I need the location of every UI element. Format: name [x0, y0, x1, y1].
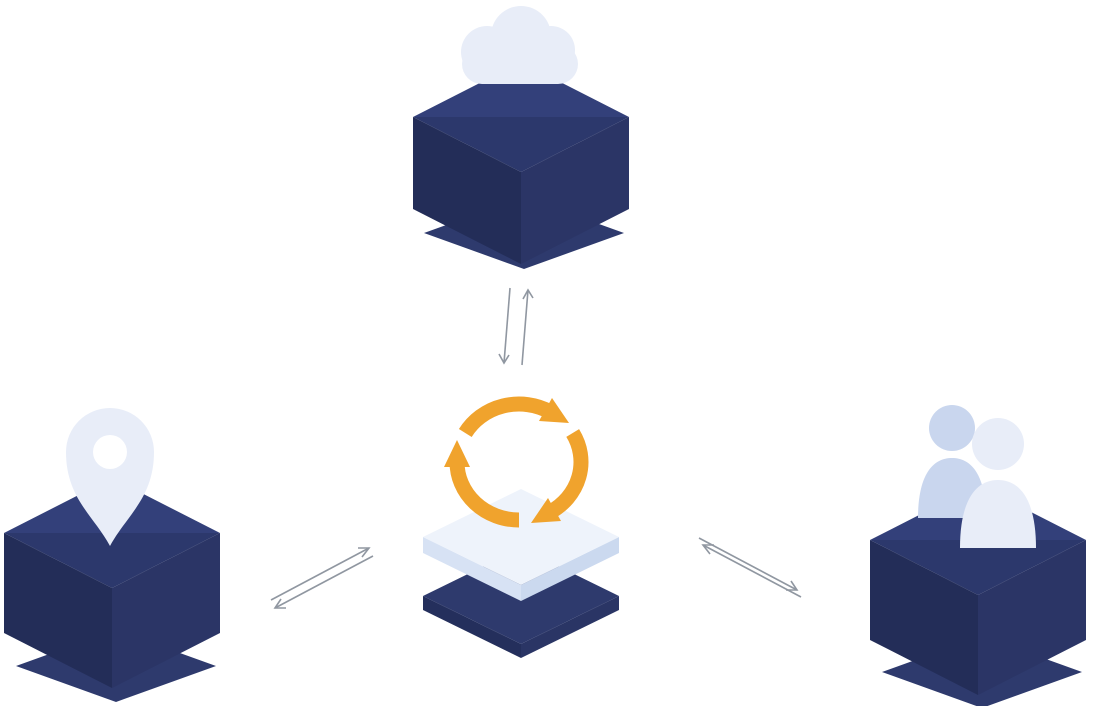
arrowhead-downleft-icon	[273, 598, 286, 609]
location-cube-left-face	[4, 533, 112, 688]
cloud-cube-right-face	[521, 117, 629, 264]
cloud-cube-top-back	[413, 62, 629, 117]
cloud-node	[413, 6, 629, 269]
user-front-head	[972, 418, 1024, 470]
arrowhead-up-icon	[522, 288, 534, 300]
sync-platform-node	[423, 396, 619, 658]
users-icon	[918, 405, 1036, 548]
users-cube-right-face	[978, 540, 1086, 695]
platform-light-slab	[423, 489, 619, 601]
location-cube-top-front	[4, 533, 220, 588]
user-front-body	[960, 480, 1036, 548]
location-node	[4, 408, 220, 702]
users-cube-left-face	[870, 540, 978, 695]
connector-location-to-center	[270, 547, 374, 609]
cloud-cube-left-face	[413, 117, 521, 264]
connector-users-to-center	[698, 537, 802, 598]
user-back-head	[929, 405, 975, 451]
arrowhead-downright-icon	[786, 580, 799, 591]
location-cube-right-face	[112, 533, 220, 688]
cloud-icon	[461, 6, 578, 84]
users-node	[870, 405, 1086, 706]
cloud-cube-top-front	[413, 117, 629, 172]
arrowhead-upright-icon	[358, 547, 371, 558]
connector-cloud-to-center	[498, 287, 534, 366]
location-pin-icon	[66, 408, 154, 546]
arrowhead-down-icon	[498, 353, 510, 365]
users-cube-top-front	[870, 540, 1086, 595]
sync-cycle-icon	[444, 396, 589, 528]
arrowhead-upleft-icon	[701, 544, 714, 555]
